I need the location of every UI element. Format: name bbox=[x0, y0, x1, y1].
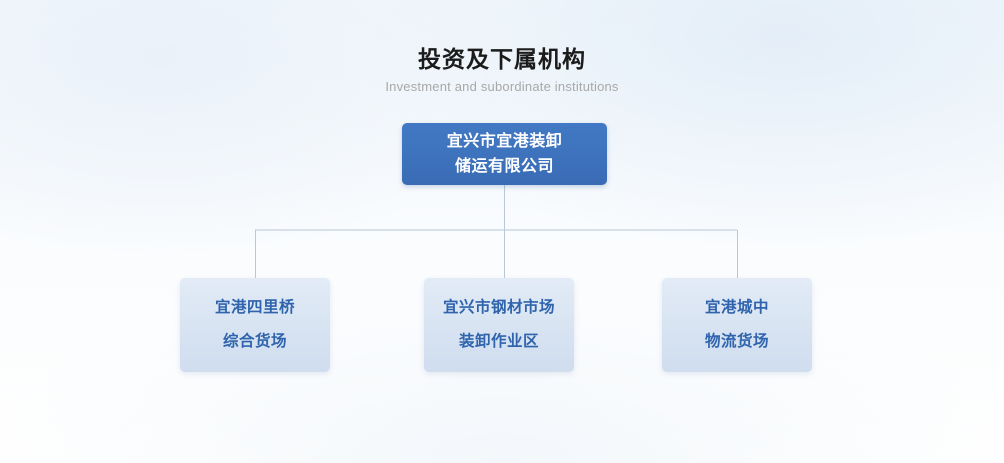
org-node-child-1[interactable]: 宜港四里桥 综合货场 bbox=[180, 278, 330, 372]
org-node-child-2-line1: 宜兴市钢材市场 bbox=[442, 299, 555, 316]
org-node-child-3-line1: 宜港城中 bbox=[704, 299, 769, 316]
org-node-child-2-line2: 装卸作业区 bbox=[458, 333, 539, 350]
org-node-child-2[interactable]: 宜兴市钢材市场 装卸作业区 bbox=[424, 278, 574, 372]
page-title: 投资及下属机构 bbox=[418, 46, 586, 72]
org-node-child-1-line1: 宜港四里桥 bbox=[214, 299, 295, 316]
org-node-root[interactable]: 宜兴市宜港装卸 储运有限公司 bbox=[402, 123, 607, 185]
org-node-child-3-line2: 物流货场 bbox=[704, 333, 769, 350]
org-node-root-line1: 宜兴市宜港装卸 bbox=[446, 133, 563, 150]
page-heading: 投资及下属机构 Investment and subordinate insti… bbox=[0, 44, 1004, 96]
org-node-child-1-line2: 综合货场 bbox=[222, 333, 287, 350]
page-subtitle: Investment and subordinate institutions bbox=[385, 79, 619, 94]
org-node-root-line2: 储运有限公司 bbox=[454, 158, 554, 175]
org-node-child-3[interactable]: 宜港城中 物流货场 bbox=[662, 278, 812, 372]
